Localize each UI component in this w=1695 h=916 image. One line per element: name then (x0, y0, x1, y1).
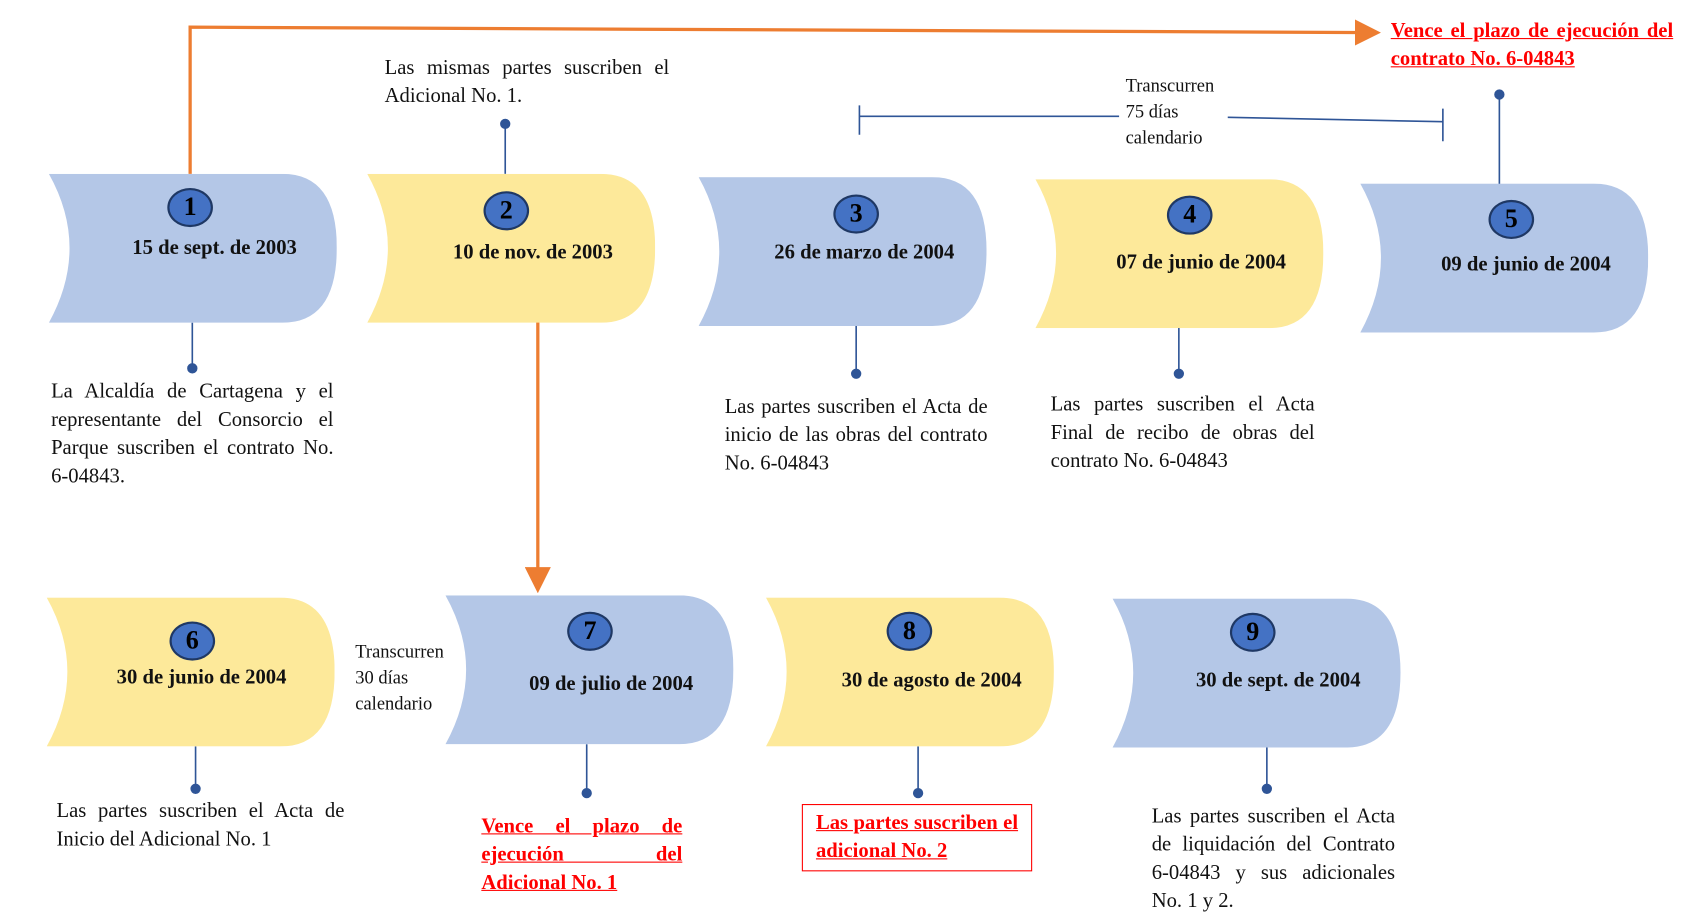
event-date: 30 de agosto de 2004 (841, 669, 1022, 693)
event-8-description: Las partes suscriben el adicional No. 2 (801, 804, 1033, 872)
event-2-block: 2 10 de nov. de 2003 (367, 173, 656, 323)
event-8-block: 8 30 de agosto de 2004 (765, 597, 1054, 747)
span-30-days-label: Transcurren 30 días calendario (355, 641, 444, 714)
event-9-description: Las partes suscriben el Acta de liquidac… (1151, 805, 1396, 913)
event-6-block: 6 30 de junio de 2004 (46, 597, 335, 747)
event-date: 07 de junio de 2004 (1116, 250, 1287, 274)
event-7-block: 7 09 de julio de 2004 (445, 595, 734, 745)
span-75-days-label: Transcurren 75 días calendario (1125, 74, 1215, 148)
event-3-description: Las partes suscriben el Acta de inicio d… (724, 395, 988, 475)
event-date: 30 de junio de 2004 (116, 666, 287, 689)
event-date: 15 de sept. de 2003 (132, 236, 297, 260)
step-number-badge: 9 (1229, 612, 1276, 652)
step-number-badge: 3 (833, 194, 879, 234)
event-7-description: Vence el plazo de ejecución del Adiciona… (481, 814, 683, 895)
step-number-badge: 7 (567, 611, 613, 651)
orange-arrow-top (188, 19, 1381, 174)
event-5-description: Vence el plazo de ejecución del contrato… (1390, 19, 1674, 71)
span-75-bracket (858, 105, 1444, 142)
step-number-badge: 5 (1488, 199, 1535, 240)
event-date: 10 de nov. de 2003 (452, 241, 613, 265)
event-4-description: Las partes suscriben el Acta Final de re… (1050, 393, 1315, 473)
event-date: 09 de junio de 2004 (1441, 253, 1611, 276)
step-number-badge: 6 (169, 621, 216, 661)
event-date: 09 de julio de 2004 (529, 672, 694, 696)
event-5-block: 5 09 de junio de 2004 (1360, 183, 1649, 333)
event-4-block: 4 07 de junio de 2004 (1035, 179, 1324, 329)
event-6-description: Las partes suscriben el Acta de Inicio d… (56, 799, 345, 851)
event-date: 30 de sept. de 2004 (1195, 669, 1361, 693)
event-9-block: 9 30 de sept. de 2004 (1112, 598, 1401, 748)
event-date: 26 de marzo de 2004 (774, 241, 955, 265)
step-number-badge: 8 (886, 611, 933, 651)
event-1-block: 1 15 de sept. de 2003 (48, 173, 337, 323)
event-1-description: La Alcaldía de Cartagena y el representa… (51, 380, 334, 488)
event-3-block: 3 26 de marzo de 2004 (698, 177, 987, 326)
step-number-badge: 2 (483, 191, 530, 231)
step-number-badge: 1 (167, 187, 213, 228)
event-2-description: Las mismas partes suscriben el Adicional… (384, 56, 670, 108)
step-number-badge: 4 (1166, 195, 1213, 235)
